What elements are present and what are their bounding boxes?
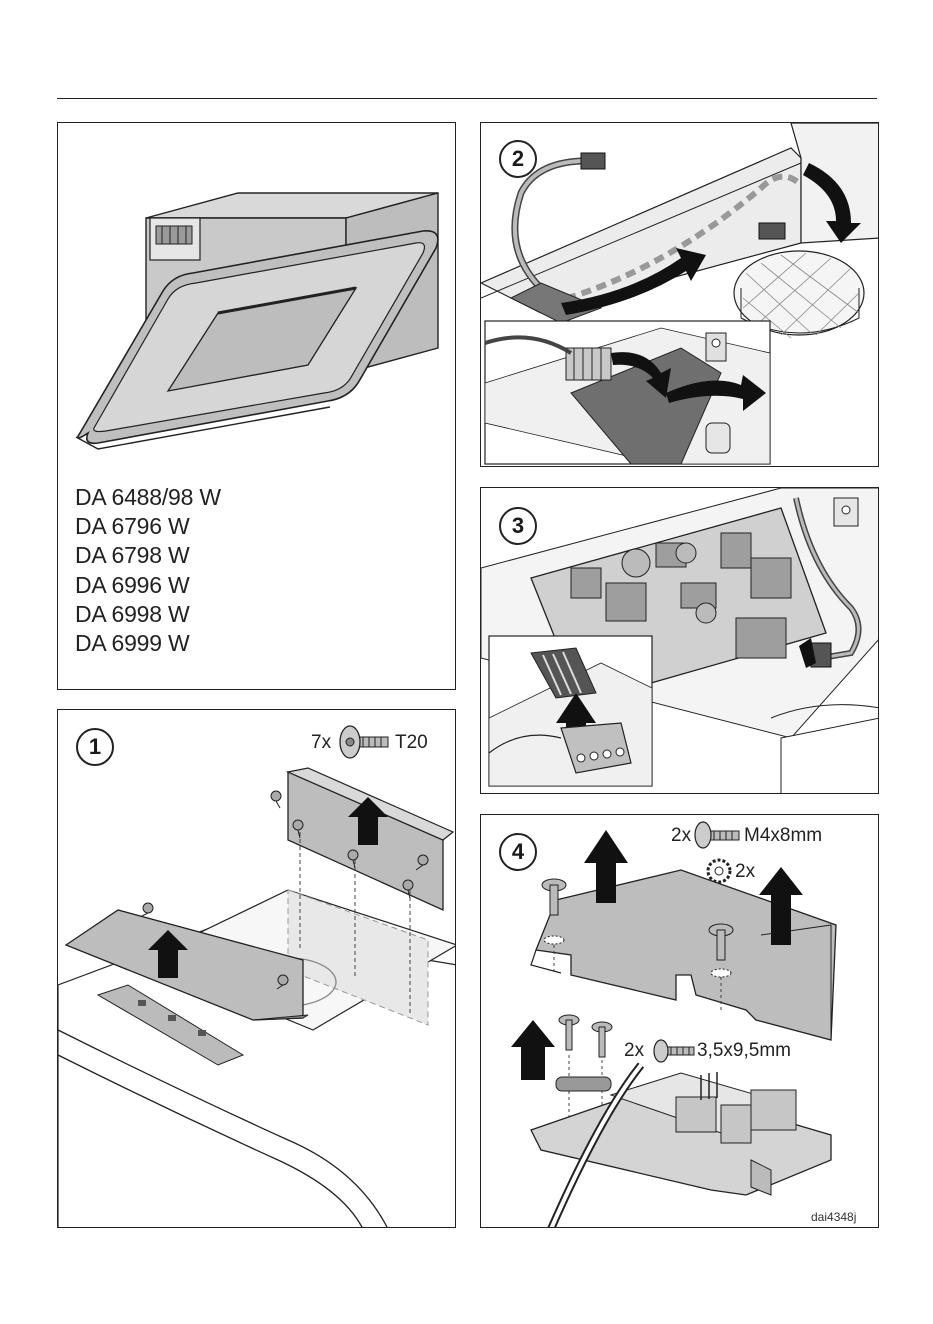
screw-b-size-label: 3,5x9,5mm: [697, 1040, 791, 1062]
step-number-badge: 2: [499, 140, 537, 178]
step-3-illustration: [481, 488, 879, 794]
screw-a-count-label: 2x: [671, 825, 691, 847]
washer-count-label: 2x: [735, 861, 755, 883]
screw-a-size-label: M4x8mm: [744, 825, 822, 847]
screw-b-count-label: 2x: [624, 1040, 644, 1062]
step-2-illustration: [481, 123, 879, 467]
step-3-panel: 3: [480, 487, 879, 794]
screw-drive-label: T20: [395, 732, 428, 754]
step-number-badge: 4: [499, 833, 537, 871]
overview-panel: DA 6488/98 W DA 6796 W DA 6798 W DA 6996…: [57, 122, 456, 690]
header-rule: [57, 98, 877, 99]
screw-count-label: 7x: [311, 732, 331, 754]
model-item: DA 6998 W: [75, 600, 221, 629]
step-1-panel: 1 7x T20: [57, 709, 456, 1228]
step-number-badge: 1: [76, 728, 114, 766]
small-screw-icon: [654, 1040, 694, 1062]
figure-code: dai4348j: [811, 1210, 856, 1224]
model-item: DA 6996 W: [75, 571, 221, 600]
model-list: DA 6488/98 W DA 6796 W DA 6798 W DA 6996…: [75, 483, 221, 658]
step-2-panel: 2: [480, 122, 879, 467]
model-item: DA 6798 W: [75, 541, 221, 570]
step-1-illustration: [58, 710, 456, 1228]
torx-screw-icon: [340, 726, 388, 758]
m4-screw-icon: [695, 822, 739, 848]
model-item: DA 6999 W: [75, 629, 221, 658]
washer-icon: [708, 860, 730, 882]
step-4-panel: 4 2x M4x8mm 2x 2x 3,5x9,5mm dai4348j: [480, 814, 879, 1228]
step-number-badge: 3: [499, 507, 537, 545]
step-4-illustration: [481, 815, 879, 1228]
model-item: DA 6488/98 W: [75, 483, 221, 512]
model-item: DA 6796 W: [75, 512, 221, 541]
